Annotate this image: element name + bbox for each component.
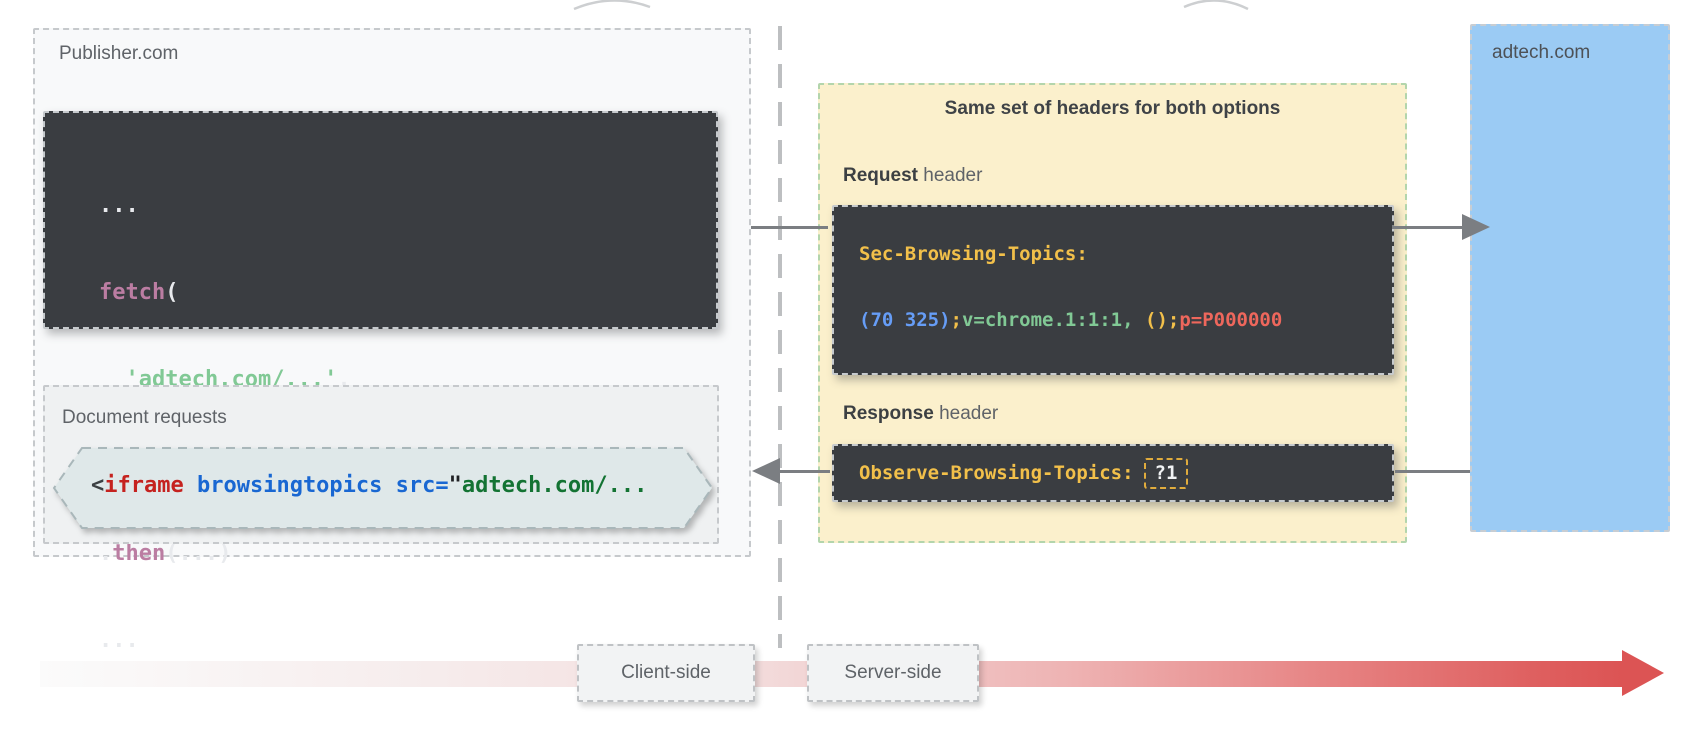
top-edge-artifact-left (573, 0, 651, 11)
response-to-publisher-arrow (778, 470, 830, 473)
headers-panel: Same set of headers for both options Req… (818, 83, 1407, 543)
document-requests-panel: Document requests <iframe browsingtopics… (43, 385, 719, 544)
iframe-request-hexagon: <iframe browsingtopics src="adtech.com/.… (52, 446, 714, 530)
request-header-label-rest: header (917, 165, 983, 186)
response-header-name: Observe-Browsing-Topics: (859, 462, 1134, 484)
publisher-label: Publisher.com (59, 43, 179, 64)
publisher-panel: Publisher.com ... fetch( 'adtech.com/...… (33, 28, 751, 653)
response-header-label-strong: Response (843, 403, 934, 424)
timeline-arrowhead-icon (1622, 650, 1664, 696)
top-edge-artifact-right (1183, 0, 1249, 11)
request-header-name: Sec-Browsing-Topics: (859, 243, 1088, 265)
fetch-to-request-arrow (751, 226, 828, 229)
server-side-label: Server-side (844, 662, 942, 683)
observe-value-badge: ?1 (1143, 457, 1189, 489)
request-header-label: Request header (843, 165, 982, 187)
adtech-label: adtech.com (1492, 42, 1591, 63)
code-line: fetch( (99, 280, 179, 305)
request-to-adtech-arrow (1392, 226, 1464, 229)
request-header-value: (70 325);v=chrome.1:1:1, ();p=P000000 (859, 309, 1283, 331)
hexagon-shape (52, 447, 714, 529)
request-header-label-strong: Request (843, 165, 918, 186)
server-side-label-box: Server-side (807, 644, 979, 702)
code-line: .then(...) (99, 541, 232, 566)
code-line: ... (99, 193, 139, 218)
response-header-label: Response header (843, 403, 998, 425)
fetch-code-block: ... fetch( 'adtech.com/...', {browsingTo… (43, 111, 718, 653)
response-to-publisher-arrowhead-icon (752, 458, 780, 484)
document-requests-label: Document requests (62, 407, 227, 428)
code-line: ... (99, 628, 139, 653)
response-header-label-rest: header (933, 403, 999, 424)
response-header-code-block: Observe-Browsing-Topics: ?1 (832, 444, 1394, 502)
headers-panel-title: Same set of headers for both options (944, 98, 1281, 119)
client-server-divider (778, 26, 782, 648)
client-side-label: Client-side (621, 662, 711, 683)
adtech-panel: adtech.com (1470, 24, 1670, 532)
client-side-label-box: Client-side (577, 644, 755, 702)
iframe-code: <iframe browsingtopics src="adtech.com/.… (91, 473, 648, 498)
adtech-to-response-arrow (1395, 470, 1470, 473)
request-header-code-block: Sec-Browsing-Topics: (70 325);v=chrome.1… (832, 205, 1394, 375)
request-to-adtech-arrowhead-icon (1462, 214, 1490, 240)
